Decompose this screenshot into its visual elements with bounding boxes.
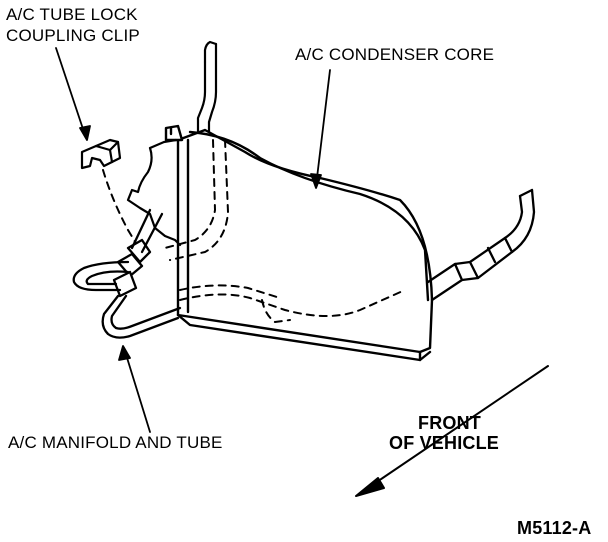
- upper-inlet-tube: [196, 40, 218, 142]
- condenser-core-label: A/C CONDENSER CORE: [295, 45, 495, 64]
- outlet-tube: [426, 188, 536, 302]
- clip-guide-line: [102, 169, 141, 251]
- shroud-left: [126, 138, 182, 247]
- leader-manifold: [118, 345, 151, 433]
- hidden-internal-tube: [164, 139, 406, 323]
- front-of-vehicle-label-line2: OF VEHICLE: [389, 433, 500, 453]
- front-of-vehicle-label-line1: FRONT: [418, 413, 481, 433]
- front-of-vehicle-arrow: [355, 365, 549, 497]
- leader-clip: [55, 47, 91, 141]
- tube-lock-clip-label-line1: A/C TUBE LOCK: [6, 5, 138, 24]
- leader-condenser: [310, 69, 331, 189]
- manifold-tube-label: A/C MANIFOLD AND TUBE: [8, 433, 223, 452]
- manifold-and-tube: [72, 208, 182, 339]
- coupling-clip-part: [80, 138, 122, 170]
- condenser-core: [164, 124, 434, 362]
- figure-id: M5112-A: [517, 518, 592, 538]
- tube-lock-clip-label-line2: COUPLING CLIP: [6, 26, 140, 45]
